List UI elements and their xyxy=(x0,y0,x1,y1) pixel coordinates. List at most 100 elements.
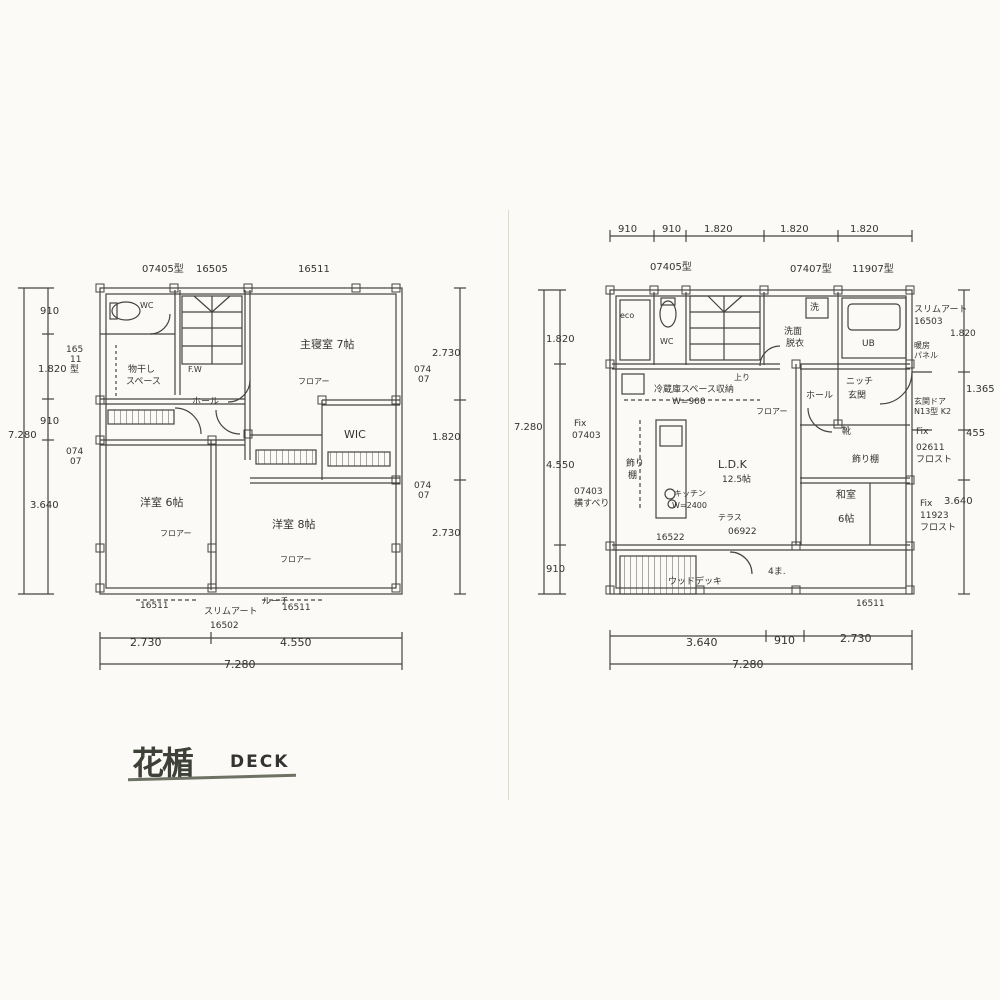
kitchen-counter xyxy=(655,419,687,519)
room-drying-line2: スペース xyxy=(126,377,161,387)
room-fw: F.W xyxy=(188,365,202,374)
room-wic: WIC xyxy=(344,428,366,441)
fix-left-1: Fix xyxy=(574,419,587,429)
outer-wall-1f xyxy=(609,289,913,595)
dim-left-1f-4550: 4.550 xyxy=(546,460,575,471)
fix-left-b-2: 横すべり xyxy=(574,497,609,509)
washer-label: 洗 xyxy=(810,301,819,313)
deco-2: 棚 xyxy=(628,469,637,481)
storage-2: W=900 xyxy=(672,397,706,407)
dim-top-1820-a: 1.820 xyxy=(704,224,733,235)
dim-bottom-2730: 2.730 xyxy=(130,636,162,649)
dim-left-3640: 3.640 xyxy=(30,500,59,511)
bottom-label-3: 16502 xyxy=(210,621,239,631)
bottom-label-5: 16511 xyxy=(282,603,311,613)
toilet-1f xyxy=(659,300,677,328)
dim-left-910-b: 910 xyxy=(40,416,59,427)
toilet-tank xyxy=(109,302,118,320)
window-label-right-a: 074 xyxy=(414,365,431,375)
outer-wall-2f xyxy=(99,287,403,595)
window-1f-bottom-c: 16511 xyxy=(856,599,885,609)
outer-wall-inner-2f xyxy=(105,293,397,589)
window-label-top-b: 16505 xyxy=(196,264,228,275)
dim-bottom-1f-910: 910 xyxy=(774,634,795,647)
room-hall-2f: ホール xyxy=(192,396,219,407)
room-a: 洋室 6帖 xyxy=(140,495,184,509)
window-label-right-b: 074 xyxy=(414,481,431,491)
window-1f-top-c: 11907型 xyxy=(852,262,894,275)
tatami-1: 和室 xyxy=(836,488,856,501)
svg-text:11: 11 xyxy=(70,355,81,365)
dim-left-total: 7.280 xyxy=(8,430,37,441)
washroom-2: 脱衣 xyxy=(786,337,804,349)
room-wc-2f: WC xyxy=(140,301,154,310)
title-sub: DECK xyxy=(230,752,290,772)
window-label-top-a: 07405型 xyxy=(142,262,184,275)
room-ub: UB xyxy=(862,339,875,349)
plan-2f-labels: 07405型 16505 16511 910 1.820 910 7.280 3… xyxy=(8,262,461,671)
window-1f-top-a: 07405型 xyxy=(650,260,692,273)
washer xyxy=(805,297,829,319)
shoe-box: 飾り棚 xyxy=(852,453,879,465)
entrance-door-2: N13型 K2 xyxy=(914,407,951,416)
shoe: 靴 xyxy=(842,425,851,437)
heater-2: パネル xyxy=(914,351,938,360)
room-drying-line1: 物干し xyxy=(128,363,155,375)
tatami-2: 6帖 xyxy=(838,512,854,525)
wood-deck: ウッドデッキ xyxy=(668,575,722,587)
window-1f-bottom-b: 06922 xyxy=(728,527,757,537)
outer-wall-inner-1f xyxy=(615,295,907,589)
column-markers-2f xyxy=(95,283,401,593)
svg-text:型: 型 xyxy=(70,364,79,375)
stair-winder xyxy=(193,295,213,313)
plan-1f-labels: 910 910 1.820 1.820 1.820 07405型 07407型 … xyxy=(514,224,995,671)
window-1f-bottom-a: 16522 xyxy=(656,533,685,543)
dim-bottom-1f-2730: 2.730 xyxy=(840,632,872,645)
washroom-1: 洗面 xyxy=(784,325,802,337)
dim-bottom-1f-3640: 3.640 xyxy=(686,636,718,649)
door-arc-3 xyxy=(227,379,251,403)
fix-right-1: Fix xyxy=(916,427,929,437)
dim-top-1820-b: 1.820 xyxy=(780,224,809,235)
dim-left-1820: 1.820 xyxy=(38,364,67,375)
bottom-label-2: スリムアート xyxy=(204,606,257,617)
room-hall-1f: ホール xyxy=(806,390,833,401)
kitchen-2: W=2400 xyxy=(672,501,707,510)
bathtub xyxy=(841,297,907,359)
heater-1: 暖房 xyxy=(914,340,930,350)
room-ldk-1: L.D.K xyxy=(718,458,748,471)
plan-2f xyxy=(18,283,466,670)
entrance-door-1: 玄関ドア xyxy=(914,396,946,406)
fix-right-b-3: フロスト xyxy=(920,523,956,533)
wood-deck-hatch xyxy=(619,555,697,595)
window-1f-right-a-2: 16503 xyxy=(914,317,943,327)
dim-top-910-a: 910 xyxy=(618,224,637,235)
dim-left-910-a: 910 xyxy=(40,306,59,317)
floor-note-master: フロアー xyxy=(298,377,330,386)
toilet-bowl xyxy=(111,301,141,321)
deco-1: 飾り xyxy=(626,457,644,469)
dim-left-1f-1820: 1.820 xyxy=(546,334,575,345)
fix-right-3: フロスト xyxy=(916,455,952,465)
room-ldk-2: 12.5帖 xyxy=(722,473,751,485)
dim-bottom-4550: 4.550 xyxy=(280,636,312,649)
dim-bottom-1f-total: 7.280 xyxy=(732,658,764,671)
door-arc-1 xyxy=(174,407,202,435)
closet-wic-a xyxy=(255,449,317,465)
plan-1f xyxy=(538,230,970,670)
room-master: 主寝室 7帖 xyxy=(300,337,355,351)
room-b: 洋室 8帖 xyxy=(272,517,316,531)
door-arc-wc xyxy=(149,313,171,335)
svg-text:07: 07 xyxy=(418,491,429,501)
bottom-label-1: 16511 xyxy=(140,601,169,611)
window-1f-right-a-1: スリムアート xyxy=(914,304,967,315)
dim-right-1f-455: 455 xyxy=(966,428,985,439)
fix-left-b-1: 07403 xyxy=(574,487,603,497)
room-wc-1f: WC xyxy=(660,337,674,346)
bottom-label-4: ルーチ xyxy=(262,596,289,607)
fix-right-b-2: 11923 xyxy=(920,511,949,521)
closet-room-a xyxy=(107,409,175,425)
floor-note-room-a: フロアー xyxy=(160,529,192,538)
